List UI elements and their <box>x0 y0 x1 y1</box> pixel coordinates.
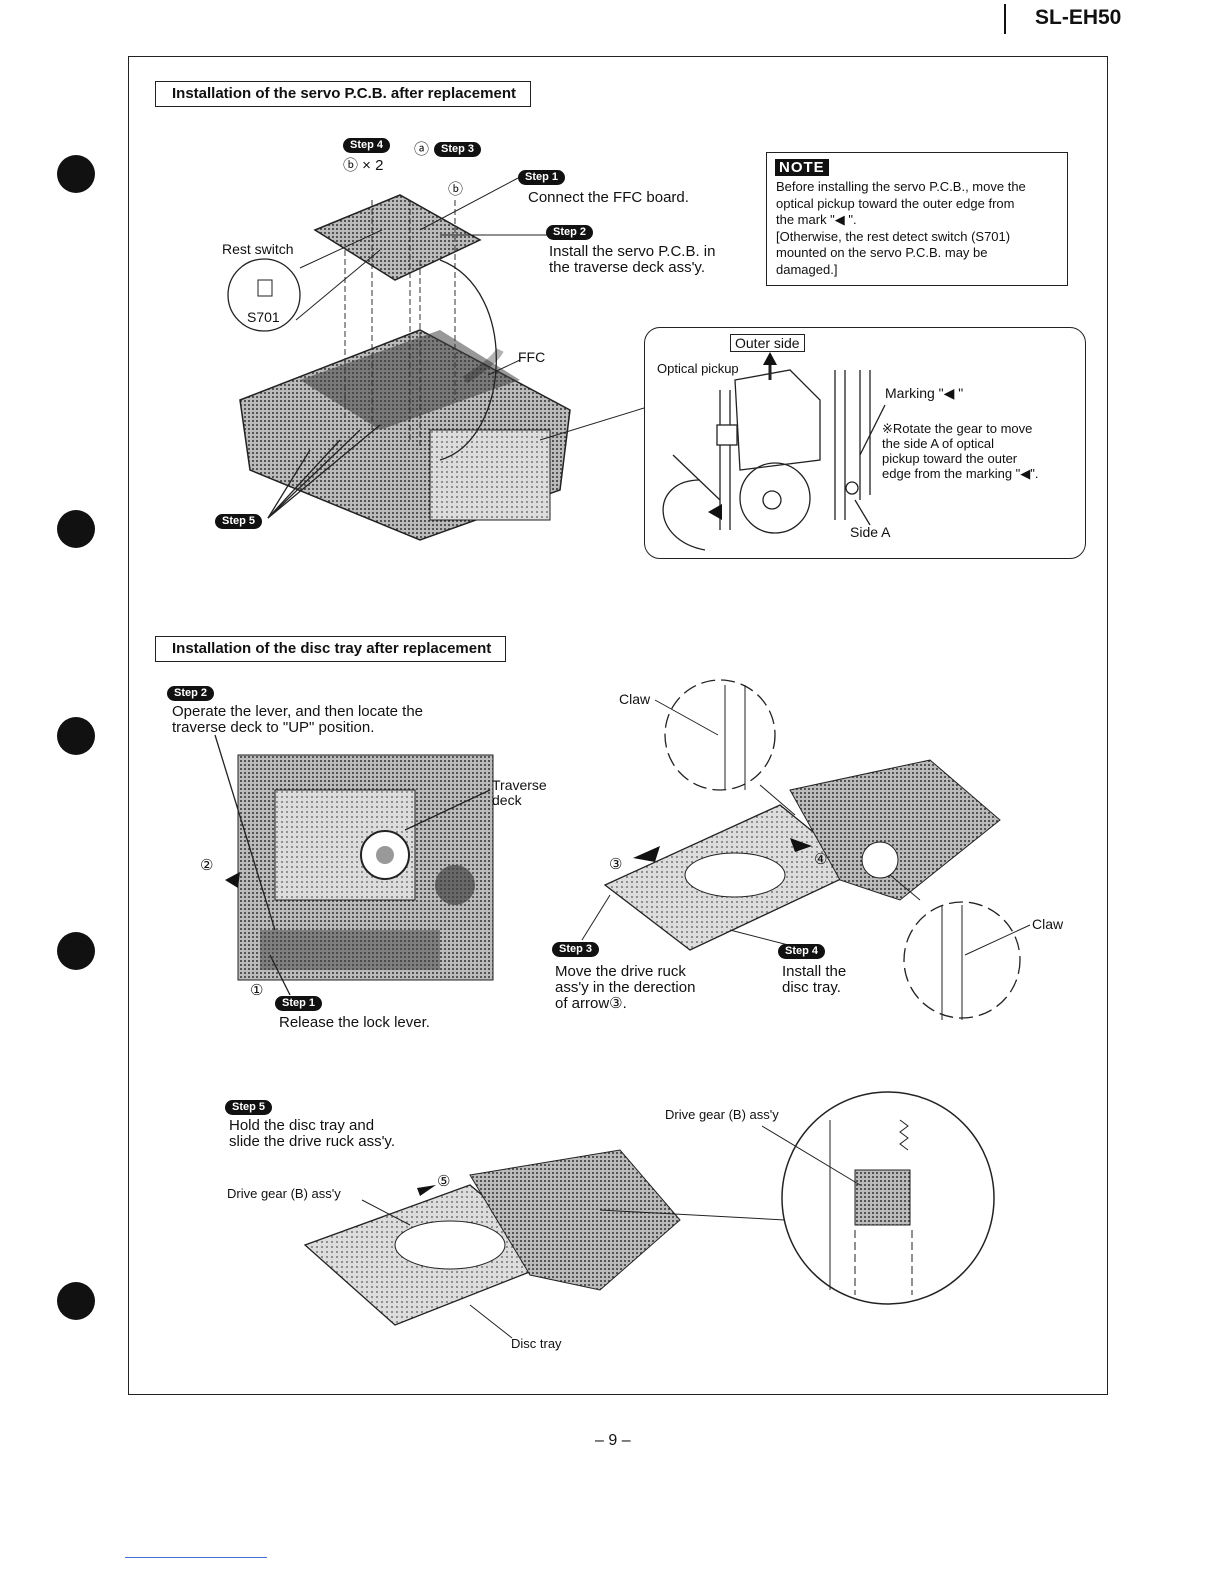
s701-label: S701 <box>247 309 280 325</box>
note-box: NOTE Before installing the servo P.C.B.,… <box>766 152 1068 286</box>
binder-hole <box>57 717 95 755</box>
tray-step4-text: Install the disc tray. <box>782 963 847 996</box>
tray-step2-badge: Step 2 <box>167 686 215 701</box>
content-frame <box>128 56 1108 1395</box>
model-number: SL-EH50 <box>1035 6 1122 29</box>
arrow5-marker: ⑤ <box>437 1173 451 1190</box>
drive-gear-label-right: Drive gear (B) ass'y <box>665 1107 779 1122</box>
pickup-detail-box <box>644 327 1086 559</box>
outer-side-label: Outer side <box>730 334 805 352</box>
step1-text: Connect the FFC board. <box>528 189 689 206</box>
deck-photo <box>214 734 494 996</box>
note-heading: NOTE <box>775 159 829 176</box>
step4-badge: Step 4 <box>343 138 391 153</box>
disc-tray-label: Disc tray <box>511 1336 562 1351</box>
section-title-tray: Installation of the disc tray after repl… <box>155 636 507 662</box>
binder-hole <box>57 932 95 970</box>
arrow4-marker: ④ <box>814 851 828 868</box>
optical-pickup-label: Optical pickup <box>657 361 739 376</box>
tray-step5-badge: Step 5 <box>225 1100 273 1115</box>
traverse-deck-label: Traverse deck <box>492 777 547 808</box>
step5-drawing <box>303 1091 995 1339</box>
claw-label-top: Claw <box>619 691 651 707</box>
marking-label: Marking "◀ " <box>885 385 964 401</box>
tray-step1-badge: Step 1 <box>275 996 323 1011</box>
arrow2-marker: ② <box>200 857 214 874</box>
rotate-instruction: ※Rotate the gear to move the side A of o… <box>882 421 1039 481</box>
note-text: Before installing the servo P.C.B., move… <box>776 179 1026 277</box>
binder-hole <box>57 510 95 548</box>
arrow1-marker: ① <box>250 982 264 999</box>
header-divider <box>1004 4 1006 34</box>
screw-b-marker: ⓑ <box>448 181 464 198</box>
screw-b-count: ⓑ × 2 <box>343 157 384 174</box>
step3-badge: Step 3 <box>434 142 482 157</box>
side-a-label: Side A <box>850 524 891 540</box>
footer-rule <box>125 1557 267 1558</box>
screw-a-marker: ⓐ <box>414 141 430 158</box>
claw-label-right: Claw <box>1032 916 1064 932</box>
optical-pickup-detail <box>662 358 886 551</box>
binder-hole <box>57 1282 95 1320</box>
tray-step3-text: Move the drive ruck ass'y in the derecti… <box>555 963 696 1012</box>
arrow3-marker: ③ <box>609 856 623 873</box>
section-title-servo: Installation of the servo P.C.B. after r… <box>155 81 531 107</box>
tray-step5-text: Hold the disc tray and slide the drive r… <box>229 1117 395 1150</box>
page-number: – 9 – <box>595 1432 631 1449</box>
step2-badge: Step 2 <box>546 225 594 240</box>
binder-hole <box>57 155 95 193</box>
tray-step2-text: Operate the lever, and then locate the t… <box>172 703 424 736</box>
tray-step1-text: Release the lock lever. <box>279 1014 430 1031</box>
drive-gear-label-left: Drive gear (B) ass'y <box>227 1186 341 1201</box>
rest-switch-label: Rest switch <box>222 241 294 257</box>
step5-badge: Step 5 <box>215 514 263 529</box>
traverse-deck-drawing <box>227 177 645 541</box>
tray-step3-badge: Step 3 <box>552 942 600 957</box>
ffc-label: FFC <box>518 349 546 365</box>
step2-text: Install the servo P.C.B. in the traverse… <box>549 243 716 276</box>
step1-badge: Step 1 <box>518 170 566 185</box>
tray-step4-badge: Step 4 <box>778 944 826 959</box>
